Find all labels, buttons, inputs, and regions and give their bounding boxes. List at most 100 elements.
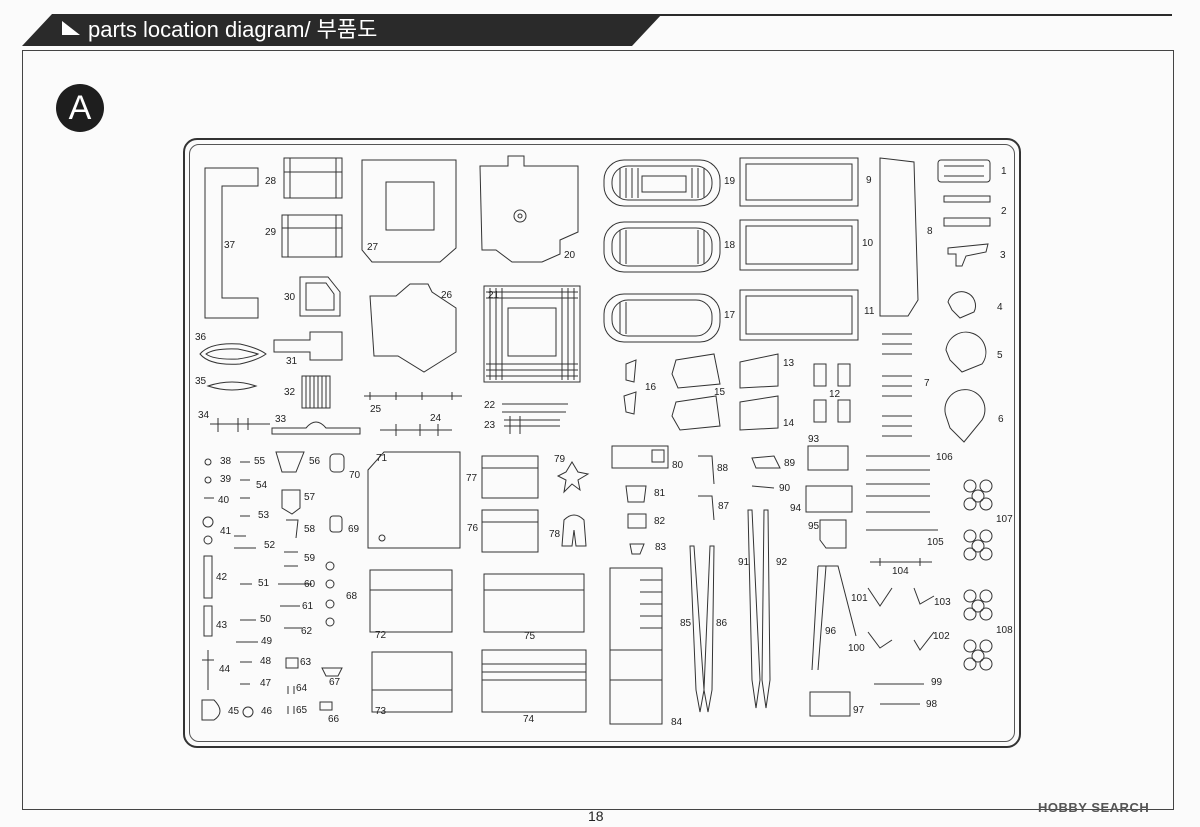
part-number-label: 17 bbox=[724, 310, 736, 321]
part-number-label: 83 bbox=[655, 542, 667, 553]
part-number-label: 9 bbox=[866, 175, 872, 186]
part-shape bbox=[301, 375, 331, 409]
part-shape bbox=[943, 195, 991, 203]
part-number-label: 38 bbox=[220, 456, 232, 467]
part-number-label: 22 bbox=[484, 400, 496, 411]
part-number-label: 6 bbox=[998, 414, 1004, 425]
part-shape bbox=[556, 461, 590, 494]
part-number-label: 32 bbox=[284, 387, 296, 398]
part-number-label: 99 bbox=[931, 677, 943, 688]
part-shape bbox=[273, 331, 343, 361]
part-number-label: 18 bbox=[724, 240, 736, 251]
part-number-label: 39 bbox=[220, 474, 232, 485]
page-frame bbox=[22, 50, 1174, 810]
part-shape bbox=[479, 155, 579, 263]
part-shape bbox=[271, 421, 361, 435]
part-number-label: 90 bbox=[779, 483, 791, 494]
part-number-label: 29 bbox=[265, 227, 277, 238]
part-shape bbox=[751, 455, 781, 469]
part-number-label: 55 bbox=[254, 456, 266, 467]
part-shape bbox=[369, 569, 453, 633]
part-shape bbox=[603, 293, 721, 343]
part-number-label: 66 bbox=[328, 714, 340, 725]
part-number-label: 95 bbox=[808, 521, 820, 532]
part-number-label: 40 bbox=[218, 495, 230, 506]
header-rule bbox=[640, 14, 1172, 16]
part-number-label: 4 bbox=[997, 302, 1003, 313]
part-number-label: 48 bbox=[260, 656, 272, 667]
part-number-label: 26 bbox=[441, 290, 453, 301]
part-shape bbox=[623, 359, 637, 415]
part-number-label: 102 bbox=[933, 631, 950, 642]
part-number-label: 11 bbox=[864, 306, 875, 317]
part-shape bbox=[947, 291, 976, 319]
part-shape bbox=[945, 331, 987, 373]
part-number-label: 65 bbox=[296, 705, 308, 716]
part-shape bbox=[819, 519, 847, 549]
part-shape bbox=[481, 509, 539, 553]
sprue-frame bbox=[183, 138, 1021, 748]
part-number-label: 37 bbox=[224, 240, 236, 251]
part-number-label: 71 bbox=[376, 453, 388, 464]
part-shape bbox=[481, 455, 539, 499]
part-number-label: 34 bbox=[198, 410, 210, 421]
part-shape bbox=[369, 283, 457, 373]
part-shape bbox=[609, 567, 663, 725]
part-number-label: 43 bbox=[216, 620, 228, 631]
part-shape bbox=[380, 424, 452, 436]
part-shape bbox=[739, 289, 859, 341]
part-shape bbox=[809, 691, 851, 717]
header-bar bbox=[22, 14, 662, 46]
part-number-label: 106 bbox=[936, 452, 953, 463]
part-number-label: 33 bbox=[275, 414, 287, 425]
part-number-label: 104 bbox=[892, 566, 909, 577]
part-shape bbox=[937, 159, 991, 183]
part-shape bbox=[204, 167, 259, 319]
part-shape bbox=[879, 157, 919, 317]
part-number-label: 8 bbox=[927, 226, 933, 237]
part-shape bbox=[747, 509, 761, 709]
part-number-label: 59 bbox=[304, 553, 316, 564]
part-number-label: 91 bbox=[738, 557, 750, 568]
header-triangle-icon bbox=[62, 21, 80, 35]
part-number-label: 49 bbox=[261, 636, 273, 647]
part-shape bbox=[283, 157, 343, 199]
part-number-label: 85 bbox=[680, 618, 692, 629]
part-shape bbox=[367, 451, 461, 549]
part-number-label: 77 bbox=[466, 473, 478, 484]
part-number-label: 50 bbox=[260, 614, 272, 625]
part-number-label: 35 bbox=[195, 376, 207, 387]
part-number-label: 81 bbox=[654, 488, 666, 499]
part-shape bbox=[625, 485, 647, 503]
part-shape bbox=[603, 221, 721, 273]
part-shape bbox=[504, 416, 560, 434]
part-number-label: 84 bbox=[671, 717, 683, 728]
part-number-label: 101 bbox=[851, 593, 868, 604]
part-number-label: 94 bbox=[790, 503, 802, 514]
part-shape bbox=[947, 243, 989, 267]
part-shape bbox=[913, 587, 935, 651]
part-number-label: 42 bbox=[216, 572, 228, 583]
part-shape bbox=[603, 159, 721, 207]
part-shape bbox=[805, 485, 853, 513]
page-title: parts location diagram/ 부품도 bbox=[88, 17, 378, 42]
part-shape bbox=[761, 509, 771, 709]
part-number-label: 92 bbox=[776, 557, 788, 568]
part-shape bbox=[364, 392, 462, 400]
part-number-label: 27 bbox=[367, 242, 379, 253]
part-shape bbox=[206, 381, 258, 391]
part-number-label: 105 bbox=[927, 537, 944, 548]
part-number-label: 56 bbox=[309, 456, 321, 467]
part-shape bbox=[944, 389, 986, 443]
part-number-label: 45 bbox=[228, 706, 240, 717]
part-shape bbox=[371, 651, 453, 713]
part-number-label: 14 bbox=[783, 418, 795, 429]
part-number-label: 7 bbox=[924, 378, 930, 389]
part-number-label: 69 bbox=[348, 524, 360, 535]
part-shape bbox=[703, 545, 715, 713]
part-shape bbox=[561, 514, 587, 547]
part-shape bbox=[502, 403, 568, 413]
part-number-label: 5 bbox=[997, 350, 1003, 361]
part-shape bbox=[629, 543, 645, 555]
part-number-label: 46 bbox=[261, 706, 273, 717]
